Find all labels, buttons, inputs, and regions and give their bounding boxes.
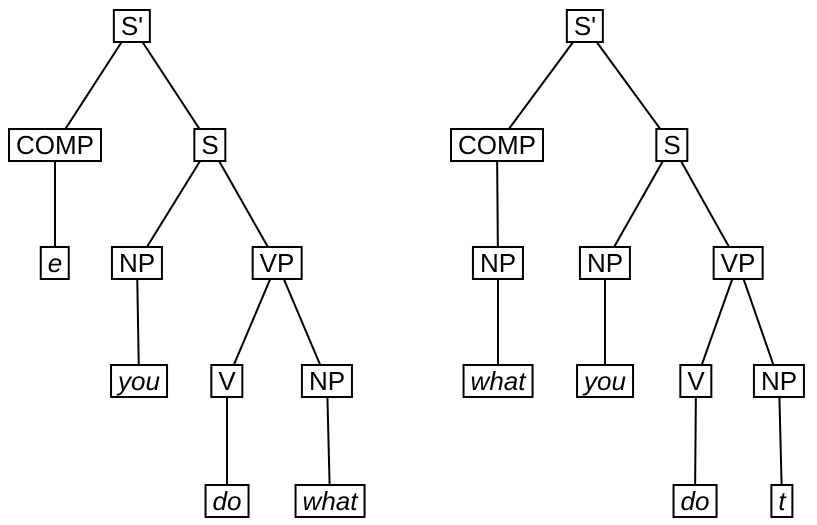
tree-node-left-tree-do: do	[204, 484, 250, 518]
tree-edge	[604, 144, 673, 264]
tree-edge	[136, 262, 140, 382]
tree-node-right-tree-sbar: S'	[565, 9, 605, 43]
tree-edge	[54, 25, 133, 146]
tree-node-left-tree-np1: NP	[110, 246, 164, 280]
tree-node-right-tree-t: t	[770, 484, 794, 518]
tree-node-right-tree-np2: NP	[578, 246, 632, 280]
tree-edge	[694, 380, 697, 502]
tree-node-right-tree-do: do	[672, 484, 718, 518]
tree-edge	[496, 25, 586, 146]
tree-edge	[209, 144, 278, 264]
tree-node-left-tree-e: e	[39, 246, 71, 280]
tree-edge	[226, 262, 278, 382]
tree-edge	[496, 144, 499, 264]
tree-edge	[737, 262, 780, 382]
tree-node-right-tree-you: you	[576, 364, 634, 398]
tree-node-left-tree-v: V	[210, 364, 244, 398]
tree-node-right-tree-np3: NP	[752, 364, 806, 398]
tree-node-left-tree-sbar: S'	[112, 9, 152, 43]
tree-edge	[584, 25, 673, 146]
tree-edge	[276, 262, 328, 382]
tree-node-right-tree-vp: VP	[712, 246, 764, 280]
tree-node-right-tree-np1: NP	[471, 246, 525, 280]
tree-edge	[695, 262, 739, 382]
tree-edge	[326, 380, 331, 502]
tree-node-right-tree-comp: COMP	[450, 128, 544, 162]
tree-node-left-tree-vp: VP	[251, 246, 303, 280]
tree-node-left-tree-np2: NP	[300, 364, 354, 398]
tree-edge	[778, 380, 783, 502]
tree-node-left-tree-you: you	[110, 364, 168, 398]
tree-node-left-tree-comp: COMP	[8, 128, 102, 162]
tree-node-right-tree-v: V	[679, 364, 713, 398]
tree-edge	[136, 144, 211, 264]
tree-node-left-tree-s: S	[193, 128, 227, 162]
tree-edge	[131, 25, 211, 146]
tree-node-right-tree-s: S	[655, 128, 689, 162]
tree-edge	[671, 144, 739, 264]
tree-node-left-tree-what: what	[294, 484, 366, 518]
tree-node-right-tree-what: what	[462, 364, 534, 398]
